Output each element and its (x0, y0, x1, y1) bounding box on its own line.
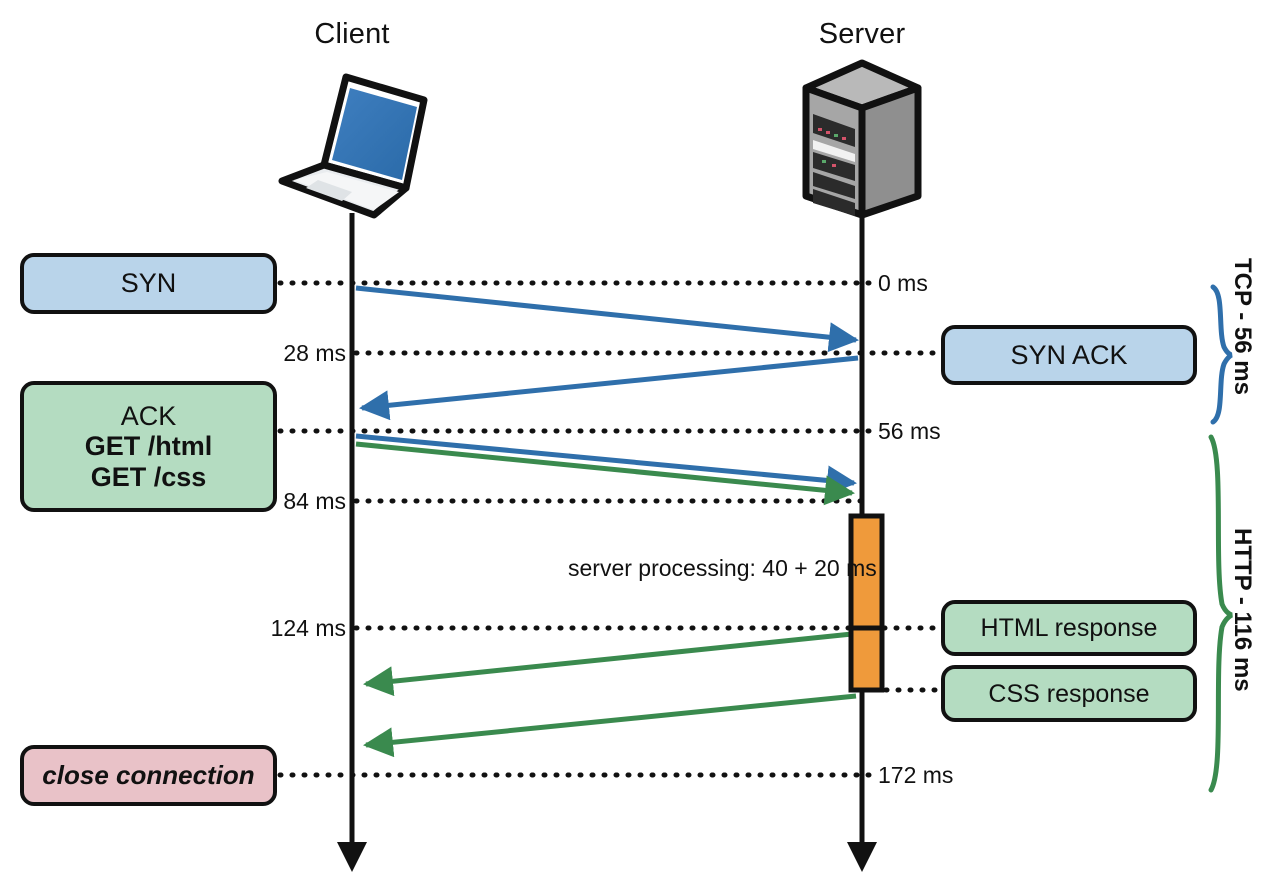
tcp-message-arrows (355, 285, 859, 496)
message-box-ack[interactable]: ACK GET /html GET /css (20, 381, 277, 512)
phase-label-http: HTTP - 116 ms (1229, 528, 1256, 692)
message-box-css-response-label: CSS response (988, 679, 1150, 708)
time-tick-172ms: 172 ms (878, 762, 954, 788)
message-box-syn-label: SYN (120, 268, 177, 299)
time-tick-0ms: 0 ms (878, 270, 928, 296)
tcp-phase-brace (1210, 284, 1233, 425)
http-phase-brace (1208, 434, 1233, 793)
arrow-css-response (363, 693, 857, 758)
client-actor-label: Client (314, 18, 390, 50)
http-message-arrows (355, 441, 857, 758)
arrow-get-html-css (355, 441, 855, 506)
arrow-syn-ack (359, 355, 859, 421)
message-box-css-response[interactable]: CSS response (941, 665, 1197, 722)
message-box-html-response[interactable]: HTML response (941, 600, 1197, 656)
server-processing-annotation: server processing: 40 + 20 ms (568, 555, 877, 581)
server-processing-bar (848, 513, 885, 693)
message-box-get-html-label: GET /html (84, 431, 213, 462)
message-box-syn-ack[interactable]: SYN ACK (941, 325, 1197, 385)
time-tick-28ms: 28 ms (283, 340, 346, 366)
message-box-syn-ack-label: SYN ACK (1010, 339, 1128, 370)
arrow-html-response (363, 631, 853, 697)
message-box-ack-label: ACK (120, 401, 177, 432)
message-box-get-css-label: GET /css (90, 461, 207, 492)
time-tick-84ms: 84 ms (283, 488, 346, 514)
arrow-ack (355, 433, 857, 496)
laptop-icon (278, 73, 428, 219)
message-box-close-connection[interactable]: close connection (20, 745, 277, 806)
arrow-syn (355, 285, 859, 353)
message-box-syn[interactable]: SYN (20, 253, 277, 314)
server-tower-icon (802, 59, 922, 219)
message-box-html-response-label: HTML response (980, 614, 1158, 642)
server-actor-label: Server (818, 18, 906, 50)
time-tick-56ms: 56 ms (878, 418, 941, 444)
time-tick-124ms: 124 ms (270, 615, 346, 641)
phase-label-tcp: TCP - 56 ms (1229, 258, 1256, 395)
message-box-close-connection-label: close connection (42, 759, 255, 790)
